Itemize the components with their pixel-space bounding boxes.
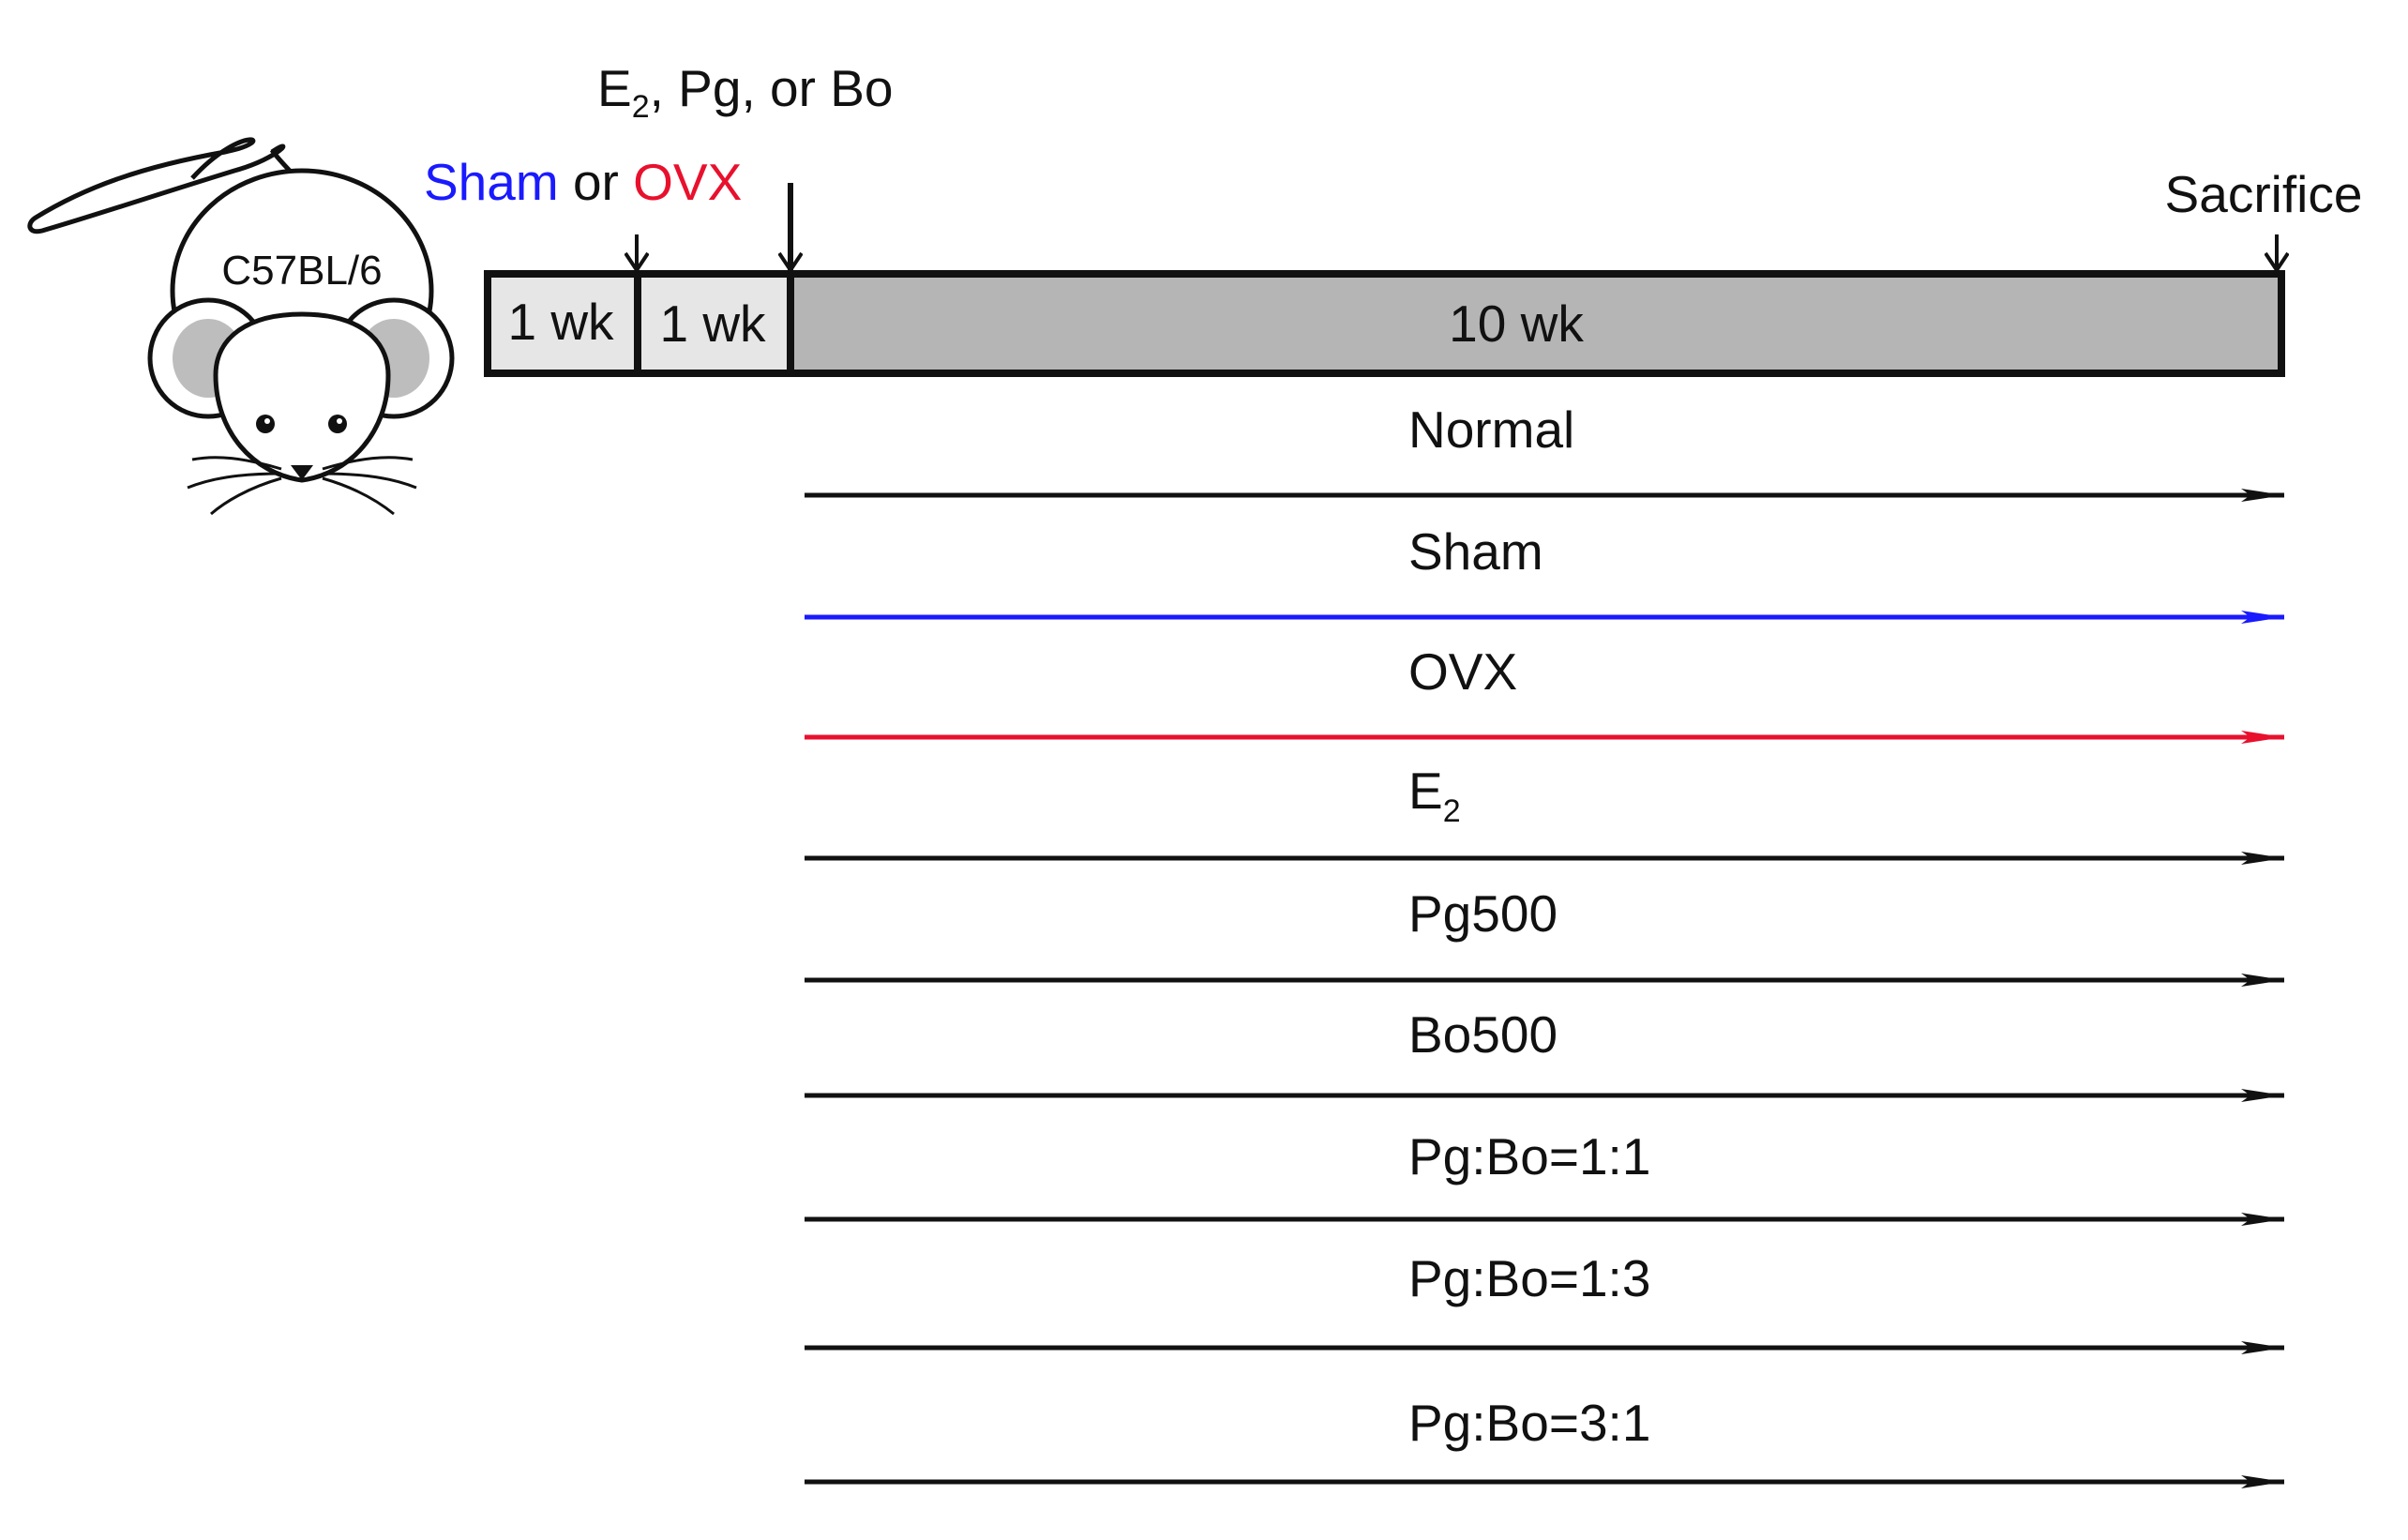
mouse-tail: [27, 137, 286, 234]
mouse-whiskers: [187, 456, 417, 516]
treatment-label: E2, Pg, or Bo: [597, 59, 893, 125]
treatment-label-rest: , Pg, or Bo: [650, 59, 894, 117]
group-label: Pg:Bo=1:3: [1408, 1249, 1650, 1307]
treatment-label-e: E: [597, 59, 632, 117]
group-label: Sham: [1408, 522, 1543, 581]
group-label: Bo500: [1408, 1005, 1558, 1064]
mouse-head: [213, 311, 391, 483]
group-label: Normal: [1408, 400, 1574, 459]
surgery-label-ovx: OVX: [633, 153, 742, 211]
mouse-strain-label: C57BL/6: [221, 248, 382, 294]
timeline-segment-1: [484, 270, 641, 377]
timeline-segment-3: [787, 270, 2285, 377]
mouse-nose: [291, 465, 313, 480]
timeline-segment-2: [634, 270, 794, 377]
group-label: Pg:Bo=3:1: [1408, 1394, 1650, 1452]
sacrifice-label: Sacrifice: [2165, 165, 2363, 223]
group-label: OVX: [1408, 642, 1517, 701]
timeline-segment-3-label: 10 wk: [1449, 294, 1584, 353]
timeline-segment-1-label: 1 wk: [507, 293, 614, 351]
surgery-label-sham: Sham: [424, 153, 559, 211]
mouse-illustration: C57BL/6: [27, 137, 455, 516]
group-label: E2: [1408, 762, 1461, 829]
timeline-segment-2-label: 1 wk: [659, 294, 766, 353]
mouse-eye-left: [256, 415, 275, 433]
mouse-eye-right: [328, 415, 347, 433]
surgery-label-or: or: [559, 153, 633, 211]
surgery-label: Sham or OVX: [424, 153, 742, 211]
treatment-label-sub: 2: [632, 89, 650, 125]
timeline-bar: 1 wk 1 wk 10 wk: [484, 270, 2285, 377]
group-label: Pg500: [1408, 884, 1558, 943]
group-label: Pg:Bo=1:1: [1408, 1127, 1650, 1185]
